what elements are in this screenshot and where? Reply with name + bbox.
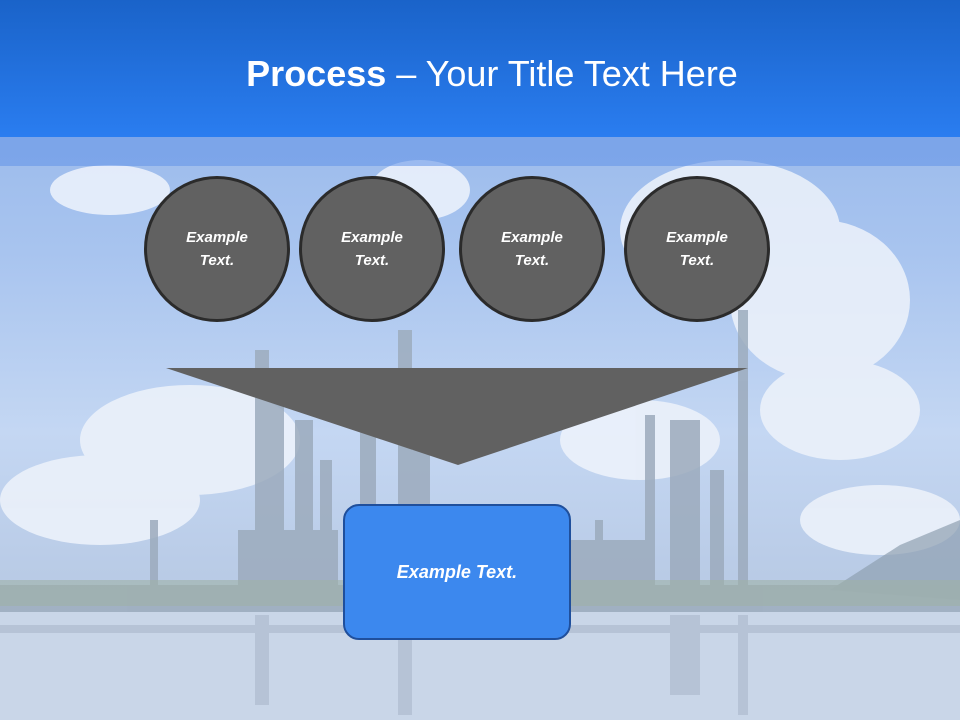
result-label: Example Text. — [396, 561, 518, 582]
title-accent-strip — [0, 137, 960, 166]
funnel-arrow — [166, 368, 748, 465]
title-bar — [0, 0, 960, 137]
result-box[interactable]: Example Text. — [343, 504, 571, 640]
title-bold: Process — [246, 53, 387, 94]
title-rest: – Your Title Text Here — [386, 53, 738, 94]
slide-title: Process – Your Title Text Here — [0, 52, 960, 96]
